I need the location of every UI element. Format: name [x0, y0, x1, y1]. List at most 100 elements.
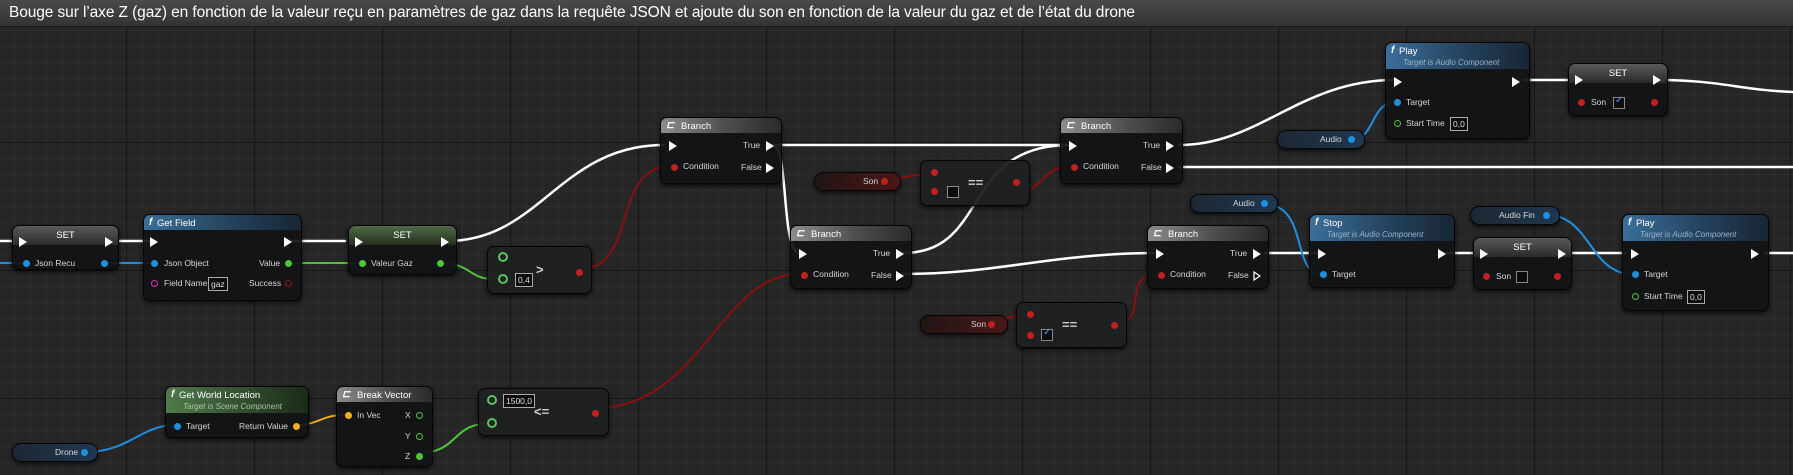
- exec-in-pin[interactable]: [1575, 75, 1583, 85]
- json-recu-in-pin[interactable]: [23, 260, 30, 267]
- exec-out-pin[interactable]: [105, 237, 113, 247]
- audio-variable-1[interactable]: Audio: [1277, 130, 1365, 149]
- branch-node-4[interactable]: ⊏Branch True Condition False: [1147, 225, 1269, 289]
- start-time-pin[interactable]: [1632, 293, 1639, 300]
- valeur-gaz-in-pin[interactable]: [359, 260, 366, 267]
- condition-pin[interactable]: [801, 272, 808, 279]
- exec-out-pin[interactable]: [284, 237, 292, 247]
- a-value-input[interactable]: 1500,0: [503, 394, 535, 408]
- field-name-pin[interactable]: [151, 280, 158, 287]
- true-exec-pin[interactable]: [896, 249, 904, 259]
- branch-node-2[interactable]: ⊏Branch True Condition False: [790, 225, 912, 289]
- exec-in-pin[interactable]: [1318, 249, 1326, 259]
- b-value-input[interactable]: 0,4: [515, 273, 533, 287]
- a-input-pin[interactable]: [1027, 311, 1034, 318]
- equal-node-2[interactable]: ==: [1016, 302, 1127, 348]
- condition-pin[interactable]: [1071, 164, 1078, 171]
- true-exec-pin[interactable]: [766, 141, 774, 151]
- exec-in-pin[interactable]: [1480, 249, 1488, 259]
- greater-than-node[interactable]: 0,4 >: [487, 246, 592, 294]
- b-input-pin[interactable]: [1027, 332, 1034, 339]
- exec-out-pin[interactable]: [1438, 249, 1446, 259]
- branch-node-1[interactable]: ⊏Branch True Condition False: [660, 117, 782, 184]
- exec-out-pin[interactable]: [1558, 249, 1566, 259]
- drone-out-pin[interactable]: [81, 449, 88, 456]
- branch-node-3[interactable]: ⊏Branch True Condition False: [1060, 117, 1183, 184]
- bool-out-pin[interactable]: [592, 410, 599, 417]
- true-exec-pin[interactable]: [1166, 141, 1174, 151]
- set-json-recu-node[interactable]: SET Json Recu: [12, 225, 119, 270]
- start-time-input[interactable]: 0,0: [1687, 290, 1705, 304]
- a-input-pin[interactable]: [487, 395, 497, 405]
- true-exec-pin[interactable]: [1253, 249, 1261, 259]
- b-input-pin[interactable]: [498, 274, 508, 284]
- audio-out-pin[interactable]: [1348, 136, 1355, 143]
- b-checkbox[interactable]: [1041, 327, 1053, 341]
- son-checkbox[interactable]: [1516, 271, 1528, 283]
- son-out-pin[interactable]: [881, 178, 888, 185]
- condition-pin[interactable]: [671, 164, 678, 171]
- json-object-pin[interactable]: [151, 260, 158, 267]
- false-exec-pin-unconnected[interactable]: [1253, 271, 1261, 281]
- target-pin[interactable]: [1320, 271, 1327, 278]
- set-valeur-gaz-node[interactable]: SET Valeur Gaz: [348, 225, 457, 275]
- false-exec-pin[interactable]: [1166, 163, 1174, 173]
- audio-out-pin[interactable]: [1261, 200, 1268, 207]
- bool-out-pin[interactable]: [576, 269, 583, 276]
- start-time-input[interactable]: 0,0: [1450, 117, 1468, 131]
- audio-fin-variable[interactable]: Audio Fin: [1470, 206, 1560, 225]
- exec-in-pin[interactable]: [355, 237, 363, 247]
- bool-out-pin[interactable]: [1111, 322, 1118, 329]
- x-out-pin[interactable]: [416, 412, 423, 419]
- target-pin[interactable]: [1394, 99, 1401, 106]
- exec-in-pin[interactable]: [1069, 141, 1077, 151]
- value-out-pin[interactable]: [285, 260, 292, 267]
- target-pin[interactable]: [1632, 271, 1639, 278]
- son-out-pin[interactable]: [988, 321, 995, 328]
- b-input-pin[interactable]: [487, 418, 497, 428]
- set-son-node-1[interactable]: SET Son: [1568, 63, 1668, 116]
- exec-out-pin[interactable]: [441, 237, 449, 247]
- audio-fin-out-pin[interactable]: [1543, 212, 1550, 219]
- son-variable-2[interactable]: Son: [920, 315, 1008, 334]
- a-input-pin[interactable]: [498, 252, 508, 262]
- exec-out-pin[interactable]: [1653, 75, 1661, 85]
- success-out-pin[interactable]: [285, 280, 292, 287]
- exec-out-pin[interactable]: [1751, 249, 1759, 259]
- comment-box-header[interactable]: Bouge sur l’axe Z (gaz) en fonction de l…: [0, 0, 1793, 27]
- y-out-pin[interactable]: [416, 433, 423, 440]
- set-son-node-2[interactable]: SET Son: [1473, 237, 1572, 290]
- exec-in-pin[interactable]: [150, 237, 158, 247]
- start-time-pin[interactable]: [1394, 120, 1401, 127]
- son-in-pin[interactable]: [1483, 273, 1490, 280]
- in-vec-pin[interactable]: [345, 412, 352, 419]
- exec-in-pin[interactable]: [1631, 249, 1639, 259]
- b-input-pin[interactable]: [931, 188, 938, 195]
- exec-in-pin[interactable]: [669, 141, 677, 151]
- exec-in-pin[interactable]: [1394, 77, 1402, 87]
- field-name-input[interactable]: gaz: [208, 277, 228, 291]
- son-variable-1[interactable]: Son: [814, 172, 901, 191]
- exec-out-pin[interactable]: [1512, 77, 1520, 87]
- break-vector-node[interactable]: ⊏Break Vector In Vec X Y Z: [336, 386, 433, 467]
- son-out-pin[interactable]: [1554, 273, 1561, 280]
- exec-in-pin[interactable]: [1156, 249, 1164, 259]
- return-value-pin[interactable]: [293, 423, 300, 430]
- a-input-pin[interactable]: [931, 169, 938, 176]
- json-recu-out-pin[interactable]: [101, 260, 108, 267]
- false-exec-pin[interactable]: [896, 271, 904, 281]
- exec-in-pin[interactable]: [799, 249, 807, 259]
- condition-pin[interactable]: [1158, 272, 1165, 279]
- audio-variable-2[interactable]: Audio: [1190, 194, 1278, 213]
- false-exec-pin[interactable]: [766, 163, 774, 173]
- son-in-pin[interactable]: [1578, 99, 1585, 106]
- less-equal-node[interactable]: 1500,0 <=: [478, 388, 609, 436]
- equal-node-1[interactable]: ==: [920, 160, 1030, 206]
- b-checkbox[interactable]: [947, 186, 959, 198]
